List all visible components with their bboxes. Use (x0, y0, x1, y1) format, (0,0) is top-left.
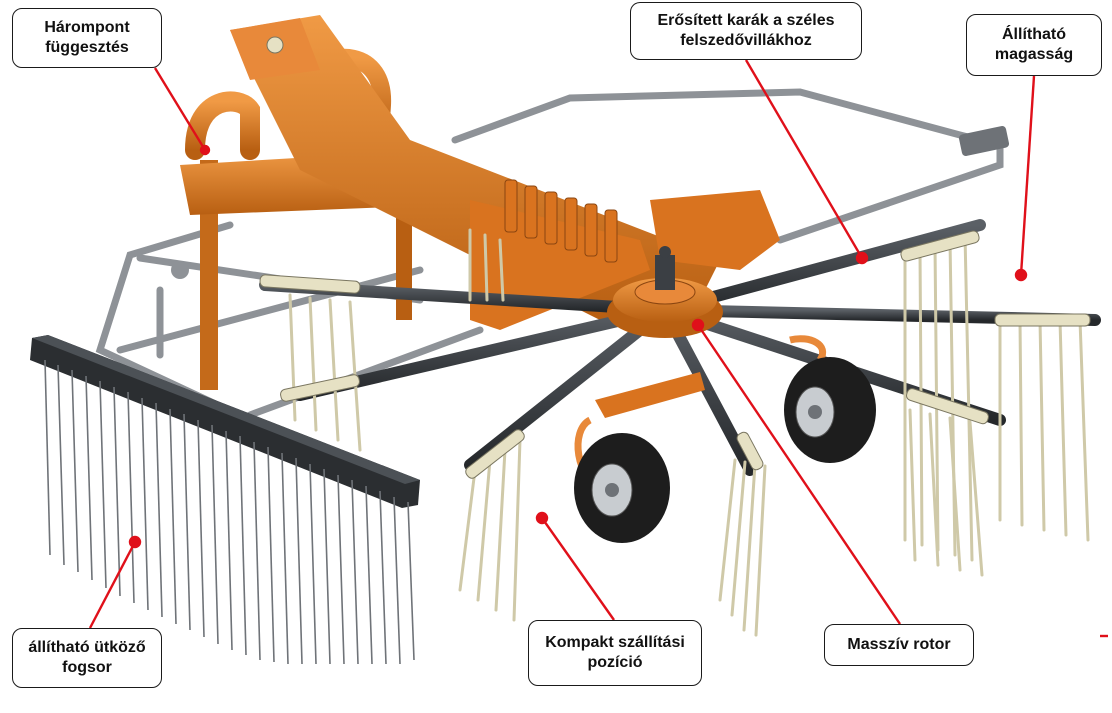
leader-dot-arms (855, 251, 869, 265)
callout-arms-line2: felszedővillákhoz (680, 32, 812, 49)
leader-tines (88, 541, 137, 629)
callout-transport-line1: Kompakt szállítási (545, 634, 685, 651)
leader-transport (541, 517, 615, 621)
callout-hitch-line2: függesztés (45, 39, 129, 56)
rotor-tines (288, 228, 1090, 637)
tine-holders (259, 230, 1091, 479)
callout-arms-line1: Erősített karák a széles (657, 12, 835, 29)
leader-arms (744, 59, 864, 259)
leader-hitch (153, 67, 207, 151)
callout-three-point-hitch: Hárompont függesztés (12, 8, 162, 68)
callout-transport-line2: pozíció (587, 654, 643, 671)
leader-dot-rotor (691, 318, 705, 332)
leader-dot-hitch (199, 144, 211, 156)
callout-adjustable-height: Állítható magasság (966, 14, 1102, 76)
callout-height-line2: magasság (994, 46, 1074, 63)
tine-bar (30, 335, 420, 665)
transport-wheels (574, 335, 876, 543)
rotor-arms (259, 219, 1101, 476)
callout-tines-line1: állítható ütköző (28, 639, 146, 656)
leader-dot-transport (535, 511, 549, 525)
leader-rotor (697, 324, 901, 625)
callout-compact-transport: Kompakt szállítási pozíció (528, 620, 702, 686)
callout-rotor-line1: Masszív rotor (847, 636, 951, 653)
leader-dot-tines (128, 535, 142, 549)
callout-tines-line2: fogsor (62, 659, 112, 676)
leader-lines (88, 59, 1108, 638)
callout-reinforced-arms: Erősített karák a széles felszedővillákh… (630, 2, 862, 60)
leader-dot-height (1014, 268, 1028, 282)
support-rail-end (958, 125, 1010, 157)
callout-adjustable-tine-bar: állítható ütköző fogsor (12, 628, 162, 688)
leader-height (1019, 75, 1036, 276)
callout-massive-rotor: Masszív rotor (824, 624, 974, 666)
callout-hitch-line1: Hárompont (44, 19, 130, 36)
callout-height-line1: Állítható (1002, 26, 1066, 43)
